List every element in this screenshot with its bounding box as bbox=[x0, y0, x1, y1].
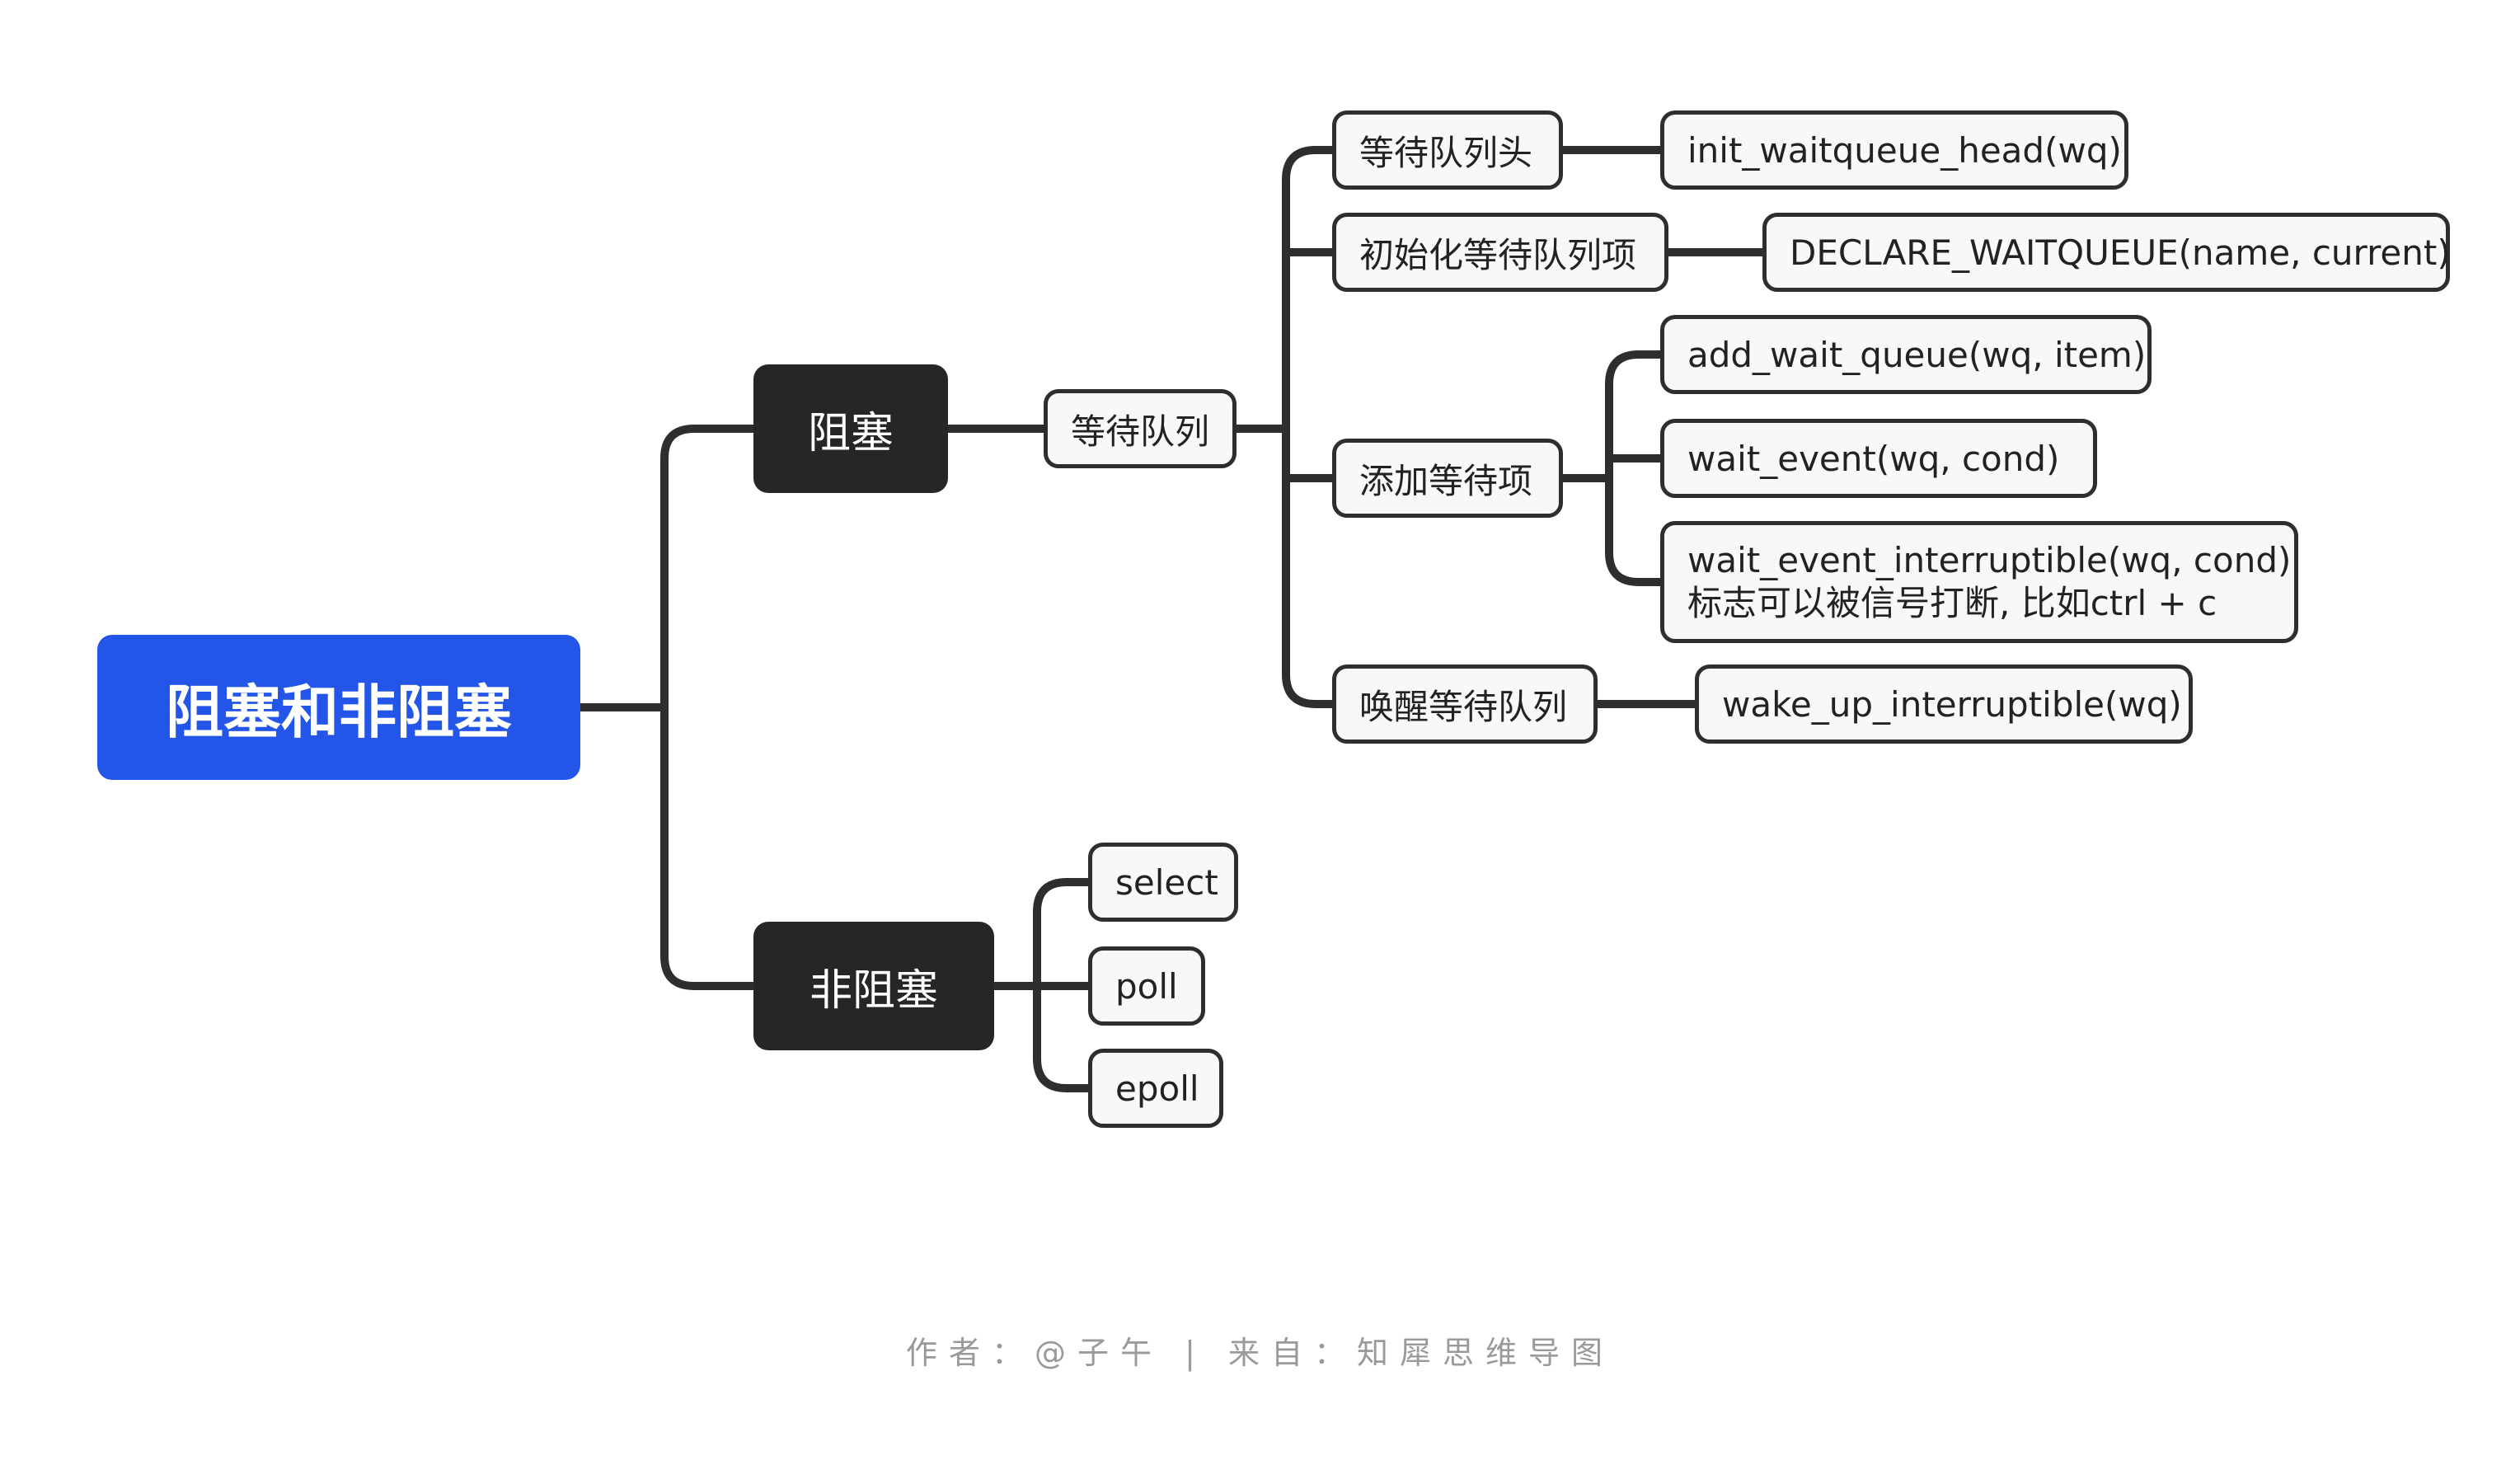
node-wait-queue-head[interactable]: 等待队列头 bbox=[1332, 110, 1563, 190]
detail-wait-event-interruptible[interactable]: wait_event_interruptible(wq, cond) 标志可以被… bbox=[1660, 521, 2298, 643]
node-init-wait-item[interactable]: 初始化等待队列项 bbox=[1332, 213, 1668, 292]
detail-declare-waitqueue[interactable]: DECLARE_WAITQUEUE(name, current) bbox=[1762, 213, 2451, 292]
root-node[interactable]: 阻塞和非阻塞 bbox=[97, 635, 580, 780]
detail-wait-event-interruptible-line2: 标志可以被信号打断, 比如ctrl + c bbox=[1687, 583, 2217, 623]
node-add-wait-item[interactable]: 添加等待项 bbox=[1332, 439, 1563, 518]
node-select[interactable]: select bbox=[1088, 843, 1238, 922]
node-poll[interactable]: poll bbox=[1088, 946, 1205, 1026]
node-wake-wait-queue[interactable]: 唤醒等待队列 bbox=[1332, 664, 1598, 744]
detail-init-waitqueue-head[interactable]: init_waitqueue_head(wq) bbox=[1660, 110, 2128, 190]
node-wait-queue[interactable]: 等待队列 bbox=[1044, 389, 1237, 468]
node-nonblocking[interactable]: 非阻塞 bbox=[753, 922, 994, 1050]
detail-wait-event[interactable]: wait_event(wq, cond) bbox=[1660, 419, 2097, 498]
node-epoll[interactable]: epoll bbox=[1088, 1049, 1223, 1128]
detail-add-wait-queue[interactable]: add_wait_queue(wq, item) bbox=[1660, 315, 2152, 394]
detail-wake-up-interruptible[interactable]: wake_up_interruptible(wq) bbox=[1695, 664, 2193, 744]
footer-credit: 作者：@子午 | 来自：知犀思维导图 bbox=[906, 1335, 1614, 1371]
node-blocking[interactable]: 阻塞 bbox=[753, 364, 948, 493]
detail-wait-event-interruptible-line1: wait_event_interruptible(wq, cond) bbox=[1687, 540, 2292, 580]
